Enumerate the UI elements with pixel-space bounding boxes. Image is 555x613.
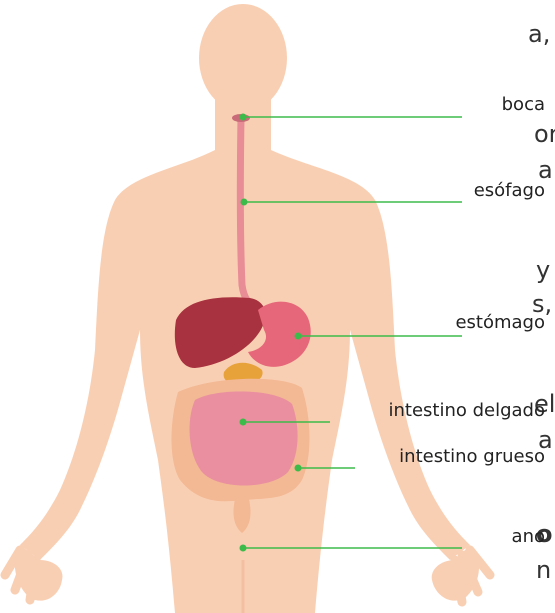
leader-dot-intestino-grueso	[295, 465, 302, 472]
label-ano: ano	[512, 526, 545, 547]
label-intestino-grueso: intestino grueso	[399, 446, 545, 467]
label-intestino-delgado: intestino delgado	[388, 400, 545, 421]
label-boca: boca	[502, 94, 545, 115]
small-intestine	[190, 391, 298, 485]
leader-dot-intestino-delgado	[240, 419, 247, 426]
label-esofago: esófago	[474, 180, 545, 201]
leader-dot-esofago	[241, 199, 248, 206]
leader-dot-ano	[240, 545, 247, 552]
label-estomago: estómago	[455, 312, 545, 333]
leader-dot-boca	[240, 114, 247, 121]
leader-dot-estomago	[295, 333, 302, 340]
